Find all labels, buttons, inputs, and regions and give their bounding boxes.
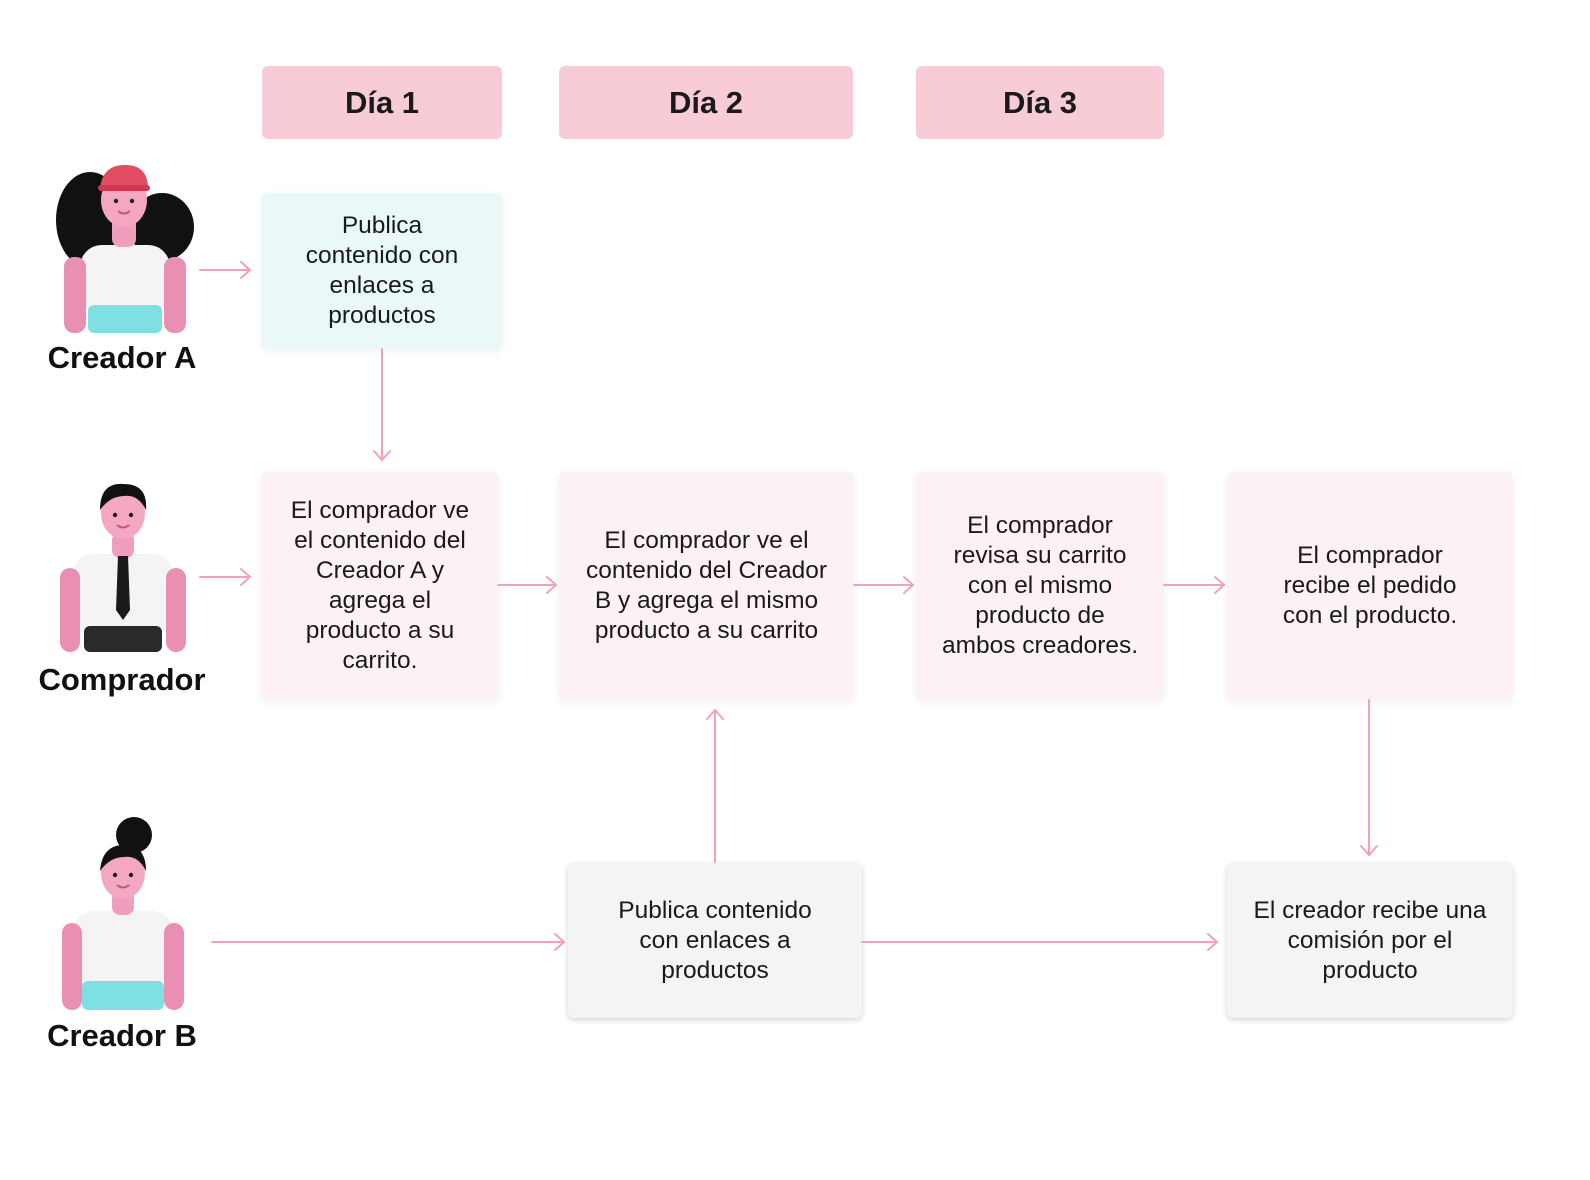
actor-label-creator-a: Creador A [47,340,197,375]
arrow-sees-b-to-review [853,576,914,594]
woman-bun-avatar-icon [62,817,184,1010]
day-header-1: Día 1 [262,66,502,139]
buyer-avatar [58,480,188,652]
arrow-creator-b-publish-to-sees-b [706,709,724,863]
woman-cap-avatar-icon [56,165,194,333]
actor-label-buyer: Comprador [38,662,206,697]
arrow-publish-b-to-commission [861,933,1218,951]
creator-a-avatar [50,165,200,333]
arrow-creator-a-to-publish [199,261,251,279]
arrow-review-to-receives [1163,576,1225,594]
arrow-creator-b-to-publish [211,933,565,951]
step-buyer-receives: El comprador recibe el pedido con el pro… [1227,472,1513,700]
day-header-3: Día 3 [916,66,1164,139]
arrow-sees-a-to-sees-b [497,576,557,594]
step-creator-commission: El creador recibe una comisión por el pr… [1227,863,1513,1018]
arrow-buyer-to-step [199,568,251,586]
man-tie-avatar-icon [60,483,186,652]
step-buyer-reviews-cart: El comprador revisa su carrito con el mi… [916,472,1164,700]
arrow-publish-to-buyer-sees-a [373,348,391,461]
day-header-2: Día 2 [559,66,853,139]
step-buyer-sees-a: El comprador ve el contenido del Creador… [262,472,498,700]
step-creator-b-publish: Publica contenido con enlaces a producto… [568,863,862,1018]
arrow-receives-to-commission [1360,699,1378,856]
actor-label-creator-b: Creador B [47,1018,197,1053]
creator-b-avatar [58,815,188,1010]
step-creator-a-publish: Publica contenido con enlaces a producto… [262,193,502,349]
step-buyer-sees-b: El comprador ve el contenido del Creador… [559,472,854,700]
